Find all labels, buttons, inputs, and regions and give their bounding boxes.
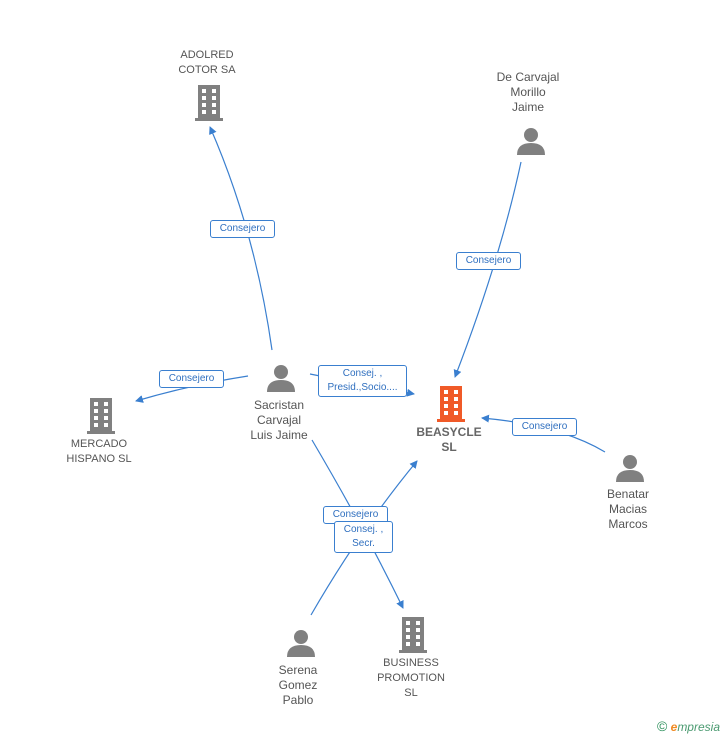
node-label-adolred[interactable]: ADOLRED COTOR SA <box>178 49 236 76</box>
brand-initial: e <box>670 720 678 734</box>
relation-label-sacristan-beasycle[interactable]: Consej. , Presid.,Socio.... <box>318 365 407 397</box>
copyright-icon: © <box>656 718 668 734</box>
building-icon[interactable] <box>397 617 429 653</box>
node-label-serena[interactable]: Serena Gomez Pablo <box>278 663 318 707</box>
node-label-benatar[interactable]: Benatar Macias Marcos <box>606 487 650 531</box>
node-label-sacristan[interactable]: Sacristan Carvajal Luis Jaime <box>250 398 308 442</box>
relation-label-benatar-beasycle[interactable]: Consejero <box>512 418 577 436</box>
brand-watermark: © empresia <box>657 718 720 734</box>
person-icon[interactable] <box>615 454 645 482</box>
brand-name: empresia <box>671 720 720 734</box>
relation-label-sacristan-adolred[interactable]: Consejero <box>210 220 275 238</box>
building-icon[interactable] <box>85 398 117 434</box>
brand-name-rest: mpresia <box>677 720 720 734</box>
relation-label-sacristan-mercado[interactable]: Consejero <box>159 370 224 388</box>
node-label-beasycle[interactable]: BEASYCLE SL <box>416 425 482 454</box>
node-label-de-carvajal[interactable]: De Carvajal Morillo Jaime <box>496 70 560 114</box>
building-icon[interactable] <box>193 85 225 121</box>
relation-label-serena-business[interactable]: Consej. , Secr. <box>334 521 393 553</box>
person-icon[interactable] <box>266 364 296 392</box>
node-label-mercado[interactable]: MERCADO HISPANO SL <box>66 438 132 465</box>
person-icon[interactable] <box>286 629 316 657</box>
node-label-business[interactable]: BUSINESS PROMOTION SL <box>377 657 445 699</box>
relation-label-decarvajal-beasycle[interactable]: Consejero <box>456 252 521 270</box>
person-icon[interactable] <box>516 127 546 155</box>
edge-sacristan-adolred <box>209 126 273 351</box>
building-icon[interactable] <box>435 386 467 422</box>
